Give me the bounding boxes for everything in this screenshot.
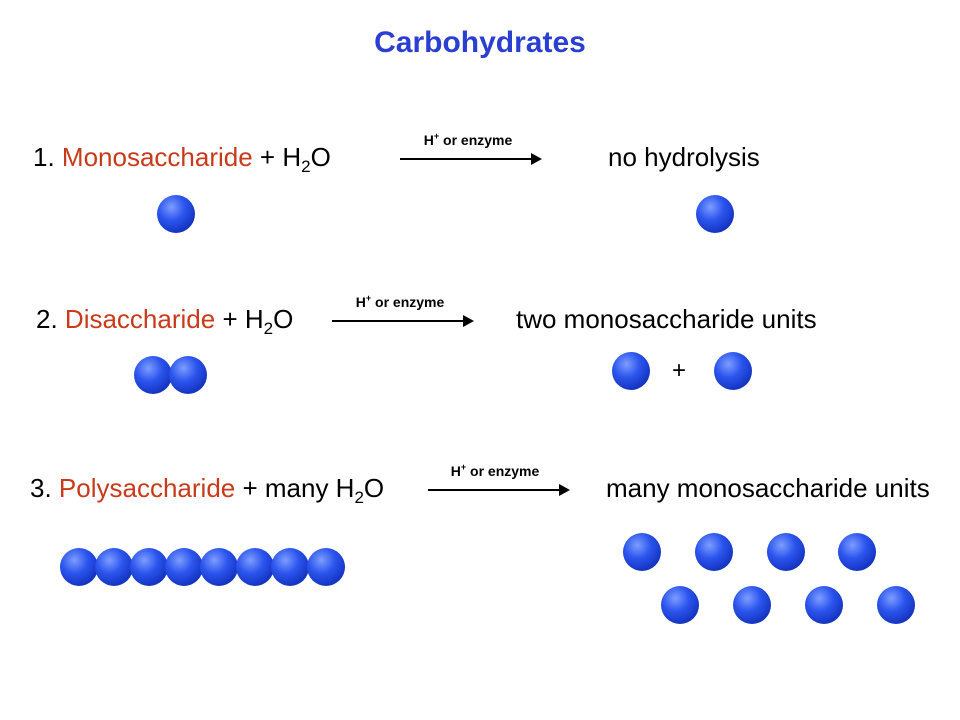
blue-sphere-icon (236, 548, 274, 586)
reaction-2-reactants: 2. Disaccharide + H2O (36, 304, 293, 344)
reaction-1-product: no hydrolysis (608, 142, 760, 172)
cond-h: H (355, 294, 366, 310)
reaction-number: 2. (36, 304, 65, 334)
blue-sphere-icon (661, 586, 699, 624)
blue-sphere-icon (169, 356, 207, 394)
water-o: O (273, 304, 294, 334)
reaction-3-arrow (428, 484, 570, 496)
blue-sphere-icon (60, 548, 98, 586)
cond-rest: or enzyme (466, 463, 540, 479)
cond-sup: + (460, 462, 467, 472)
reaction-1-reactants: 1. Monosaccharide + H2O (33, 142, 331, 182)
blue-sphere-icon (307, 548, 345, 586)
cond-h: H (450, 463, 461, 479)
blue-sphere-icon (733, 586, 771, 624)
reaction-1-condition: H+ or enzyme (398, 131, 538, 148)
cond-rest: or enzyme (371, 294, 445, 310)
cond-h: H (423, 132, 434, 148)
reaction-1-arrow (400, 153, 542, 165)
reaction-3-reactants: 3. Polysaccharide + many H2O (30, 473, 384, 513)
reaction-2-product: two monosaccharide units (516, 304, 817, 334)
blue-sphere-icon (271, 548, 309, 586)
cond-sup: + (433, 131, 440, 141)
blue-sphere-icon (714, 352, 752, 390)
water-h: H (244, 304, 264, 334)
reaction-2-condition: H+ or enzyme (330, 293, 470, 310)
reaction-3-condition: H+ or enzyme (425, 462, 565, 479)
page-title: Carbohydrates (374, 26, 586, 59)
blue-sphere-icon (696, 195, 734, 233)
blue-sphere-icon (805, 586, 843, 624)
blue-sphere-icon (157, 195, 195, 233)
water-h: H (282, 142, 302, 172)
water-subscript: 2 (263, 319, 274, 338)
saccharide-name: Disaccharide (64, 304, 216, 334)
cond-rest: or enzyme (439, 132, 513, 148)
blue-sphere-icon (134, 356, 172, 394)
blue-sphere-icon (767, 533, 805, 571)
blue-sphere-icon (130, 548, 168, 586)
blue-sphere-icon (838, 533, 876, 571)
blue-sphere-icon (877, 586, 915, 624)
water-o: O (363, 473, 385, 503)
reaction-number: 1. (33, 142, 62, 172)
water-h: H (335, 473, 355, 503)
plus-sign: + (672, 357, 687, 384)
cond-sup: + (365, 293, 372, 303)
water-subscript: 2 (301, 157, 311, 176)
reaction-2-arrow (332, 315, 474, 327)
saccharide-name: Monosaccharide (61, 142, 253, 172)
reaction-number: 3. (30, 473, 59, 503)
blue-sphere-icon (200, 548, 238, 586)
blue-sphere-icon (695, 533, 733, 571)
plus-text: + many (235, 473, 336, 503)
blue-sphere-icon (623, 533, 661, 571)
reaction-3-product: many monosaccharide units (606, 473, 930, 503)
water-o: O (310, 142, 331, 172)
blue-sphere-icon (165, 548, 203, 586)
saccharide-name: Polysaccharide (58, 473, 236, 503)
blue-sphere-icon (612, 352, 650, 390)
blue-sphere-icon (95, 548, 133, 586)
water-subscript: 2 (354, 488, 364, 507)
plus-text: + (252, 142, 283, 172)
plus-text: + (215, 304, 245, 334)
